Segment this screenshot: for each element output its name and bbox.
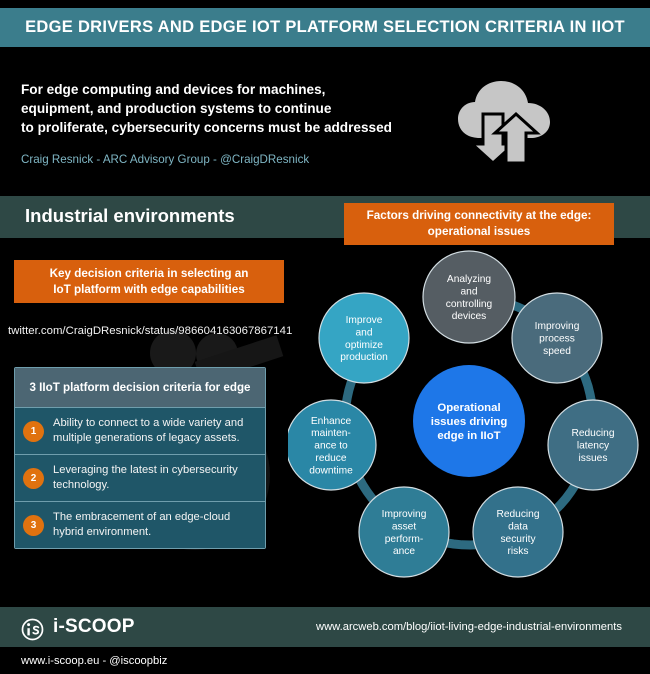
intro-line-2: equipment, and production systems to con… — [21, 101, 332, 116]
intro-block: For edge computing and devices for machi… — [21, 80, 421, 167]
cycle-node-label: security — [500, 534, 536, 545]
footer-bar: i-SCOOP www.arcweb.com/blog/iiot-living-… — [0, 607, 650, 647]
cycle-node-label: ance — [393, 546, 415, 557]
cycle-node-label: Analyzing — [447, 274, 492, 285]
criteria-text-1: Ability to connect to a wide variety and… — [53, 417, 244, 444]
intro-line-1: For edge computing and devices for machi… — [21, 82, 326, 97]
cycle-node-label: mainten- — [311, 428, 351, 439]
criteria-card: 3 IIoT platform decision criteria for ed… — [14, 367, 266, 549]
cycle-node-label: Reducing — [496, 509, 539, 520]
cycle-node-label: issues — [579, 453, 608, 464]
cycle-node-label: Enhance — [311, 416, 352, 427]
criteria-card-heading: 3 IIoT platform decision criteria for ed… — [29, 381, 251, 394]
criteria-text-2: Leveraging the latest in cybersecurity t… — [53, 464, 238, 491]
cycle-node-label: data — [508, 521, 528, 532]
cycle-node-label: perform- — [385, 534, 424, 545]
page-title: EDGE DRIVERS AND EDGE IOT PLATFORM SELEC… — [25, 18, 625, 36]
cycle-node-label: Improve — [346, 315, 383, 326]
criteria-row-2: 2 Leveraging the latest in cybersecurity… — [15, 454, 265, 501]
cloud-sync-icon — [452, 78, 556, 166]
cycle-node-label: Improving — [535, 321, 580, 332]
factors-line-1: Factors driving connectivity at the edge… — [366, 209, 592, 222]
section-title: Industrial environments — [25, 205, 235, 226]
criteria-card-header: 3 IIoT platform decision criteria for ed… — [15, 368, 265, 407]
footer-bottom-line[interactable]: www.i-scoop.eu - @iscoopbiz — [21, 655, 168, 667]
factors-line-2: operational issues — [427, 225, 531, 238]
title-bar: EDGE DRIVERS AND EDGE IOT PLATFORM SELEC… — [0, 8, 650, 47]
criteria-heading-box: Key decision criteria in selecting an Io… — [14, 260, 284, 303]
iscoop-circle-logo-icon — [21, 618, 44, 646]
intro-credit: Craig Resnick - ARC Advisory Group - @Cr… — [21, 153, 310, 166]
cycle-node-label: asset — [392, 521, 417, 532]
footer-source-url[interactable]: www.arcweb.com/blog/iiot-living-edge-ind… — [316, 621, 622, 633]
cycle-node-label: and — [461, 286, 478, 297]
cycle-node-label: risks — [508, 546, 529, 557]
cycle-node-label: downtime — [309, 465, 353, 476]
criteria-row-3: 3 The embracement of an edge-cloud hybri… — [15, 501, 265, 548]
cycle-node-label: and — [356, 327, 373, 338]
cycle-node-label: speed — [543, 346, 571, 357]
factors-heading-box: Factors driving connectivity at the edge… — [344, 203, 614, 245]
cycle-center-label: Operational — [437, 402, 500, 414]
cycle-node-label: ance to — [314, 441, 348, 452]
intro-line-3: to proliferate, cybersecurity concerns m… — [21, 120, 392, 135]
cycle-node-label: Reducing — [571, 428, 614, 439]
criteria-line-2: IoT platform with edge capabilities — [53, 282, 245, 296]
criteria-row-1: 1 Ability to connect to a wide variety a… — [15, 407, 265, 454]
criteria-badge-3: 3 — [23, 514, 44, 536]
cycle-center-label: edge in IIoT — [437, 430, 500, 442]
cycle-node-label: controlling — [446, 299, 493, 310]
cycle-node-label: reduce — [315, 453, 346, 464]
cycle-node-label: latency — [577, 441, 610, 452]
criteria-line-1: Key decision criteria in selecting an — [49, 266, 249, 280]
cycle-center-label: issues driving — [431, 416, 508, 428]
footer-brand: i-SCOOP — [53, 616, 135, 637]
criteria-badge-1: 1 — [23, 420, 44, 442]
cycle-center-node: Operational issues driving edge in IIoT — [413, 365, 525, 477]
tweet-url[interactable]: twitter.com/CraigDResnick/status/9866041… — [8, 325, 293, 337]
cycle-node-label: optimize — [345, 340, 383, 351]
criteria-text-3: The embracement of an edge-cloud hybrid … — [53, 511, 231, 538]
cycle-node-label: devices — [452, 311, 487, 322]
cycle-node-label: process — [539, 334, 575, 345]
cycle-node-label: production — [340, 352, 388, 363]
cycle-node-label: Improving — [382, 509, 427, 520]
criteria-badge-2: 2 — [23, 467, 44, 489]
